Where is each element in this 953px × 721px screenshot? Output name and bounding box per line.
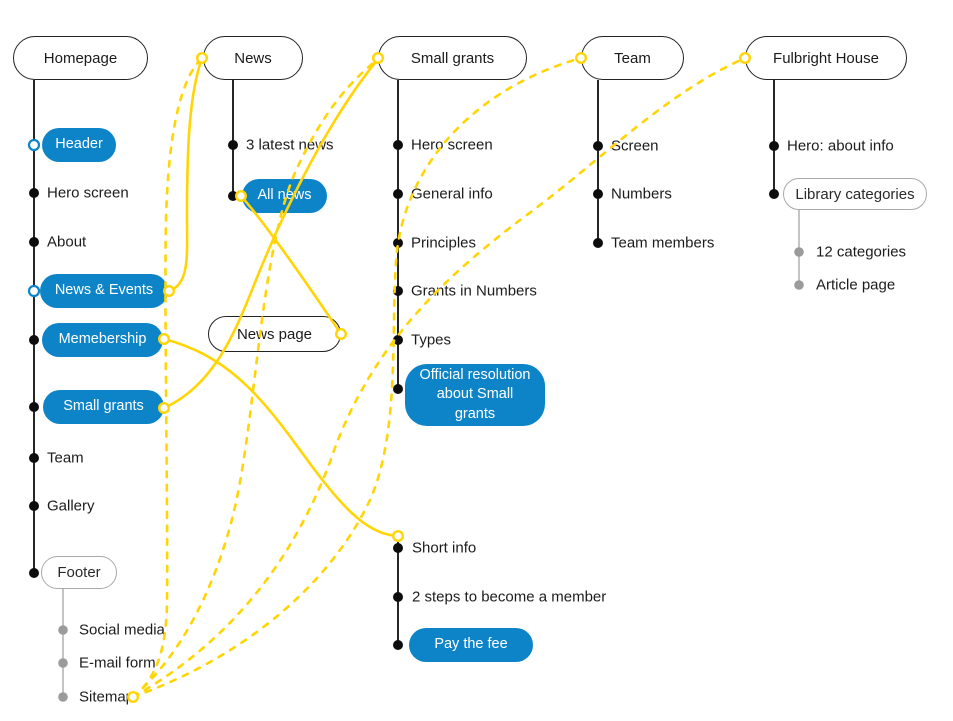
connector-sitemap-to-news [131, 56, 204, 699]
page-pill-homepage[interactable]: Homepage [13, 36, 148, 80]
open-dots [27, 138, 41, 298]
dot-2-steps [393, 592, 403, 602]
dot-team-home [29, 453, 39, 463]
dot-small-grants-home [29, 402, 39, 412]
membership-item-short-info[interactable]: Short info [412, 539, 477, 557]
footer-item-sitemap[interactable]: Sitemap [79, 688, 135, 706]
homepage-item-about[interactable]: About [47, 233, 87, 251]
open-dot-header [27, 138, 41, 152]
sg-item-grants-in-numbers[interactable]: Grants in Numbers [411, 282, 537, 300]
connector-news-events-to-news [168, 57, 204, 293]
block-pill-header[interactable]: Header [42, 128, 116, 162]
dot-official-resolution [393, 384, 403, 394]
dot-general-info [393, 189, 403, 199]
solid-connectors [163, 57, 399, 538]
dot-short-info [393, 543, 403, 553]
dot-pay-the-fee [393, 640, 403, 650]
homepage-item-hero-screen[interactable]: Hero screen [47, 184, 129, 202]
dot-sg-hero-screen [393, 140, 403, 150]
dot-social-media [58, 625, 68, 635]
team-item-team-members[interactable]: Team members [611, 234, 715, 252]
sg-item-hero-screen[interactable]: Hero screen [411, 136, 493, 154]
footer-item-email-form[interactable]: E-mail form [79, 654, 156, 672]
dot-email-form [58, 658, 68, 668]
block-pill-official-resolution[interactable]: Official resolution about Small grants [405, 364, 545, 426]
dot-membership [29, 335, 39, 345]
dot-footer [29, 568, 39, 578]
dot-gallery [29, 501, 39, 511]
sg-item-principles[interactable]: Principles [411, 234, 477, 252]
dot-principles [393, 238, 403, 248]
page-pill-small-grants[interactable]: Small grants [378, 36, 527, 80]
page-pill-fulbright-house[interactable]: Fulbright House [745, 36, 907, 80]
dot-all-news [228, 191, 238, 201]
team-item-screen[interactable]: Screen [611, 137, 659, 155]
dot-hero-screen [29, 188, 39, 198]
homepage-item-gallery[interactable]: Gallery [47, 497, 95, 515]
connector-all-news-to-news-page [240, 195, 343, 335]
dot-library-categories [769, 189, 779, 199]
dot-3-latest-news [228, 140, 238, 150]
dot-types [393, 335, 403, 345]
tree-trunk-lines [33, 80, 775, 645]
page-pill-team[interactable]: Team [581, 36, 684, 80]
dot-grants-in-numbers [393, 286, 403, 296]
homepage-item-team[interactable]: Team [47, 449, 84, 467]
sg-item-general-info[interactable]: General info [411, 185, 493, 203]
dot-screen [593, 141, 603, 151]
block-pill-all-news[interactable]: All news [242, 179, 327, 213]
connector-sitemap-to-small-grants [131, 57, 380, 699]
dot-hero-about-info [769, 141, 779, 151]
block-pill-small-grants-home[interactable]: Small grants [43, 390, 164, 424]
membership-item-2-steps[interactable]: 2 steps to become a member [412, 588, 607, 606]
sg-item-types[interactable]: Types [411, 331, 452, 349]
section-pill-library-categories[interactable]: Library categories [783, 178, 927, 210]
section-pill-footer[interactable]: Footer [41, 556, 117, 589]
dot-team-members [593, 238, 603, 248]
connector-small-grants-home-to-small-grants [163, 58, 380, 410]
open-dot-news-events [27, 284, 41, 298]
dot-article-page [794, 280, 804, 290]
fulbright-item-hero-about-info[interactable]: Hero: about info [787, 137, 894, 155]
dot-sitemap [58, 692, 68, 702]
library-item-12-categories[interactable]: 12 categories [816, 243, 907, 261]
dot-12-categories [794, 247, 804, 257]
block-pill-membership[interactable]: Memebership [42, 323, 163, 357]
news-item-3-latest-news[interactable]: 3 latest news [246, 136, 334, 154]
page-pill-news[interactable]: News [203, 36, 303, 80]
connector-membership-to-short-info [163, 337, 399, 538]
footer-item-social-media[interactable]: Social media [79, 621, 165, 639]
dot-about [29, 237, 39, 247]
block-pill-news-events[interactable]: News & Events [40, 274, 168, 308]
block-pill-pay-the-fee[interactable]: Pay the fee [409, 628, 533, 662]
page-pill-news-page[interactable]: News page [208, 316, 341, 352]
endpoint-short-info[interactable] [392, 530, 405, 543]
library-item-article-page[interactable]: Article page [816, 276, 896, 294]
team-item-numbers[interactable]: Numbers [611, 185, 672, 203]
dot-numbers [593, 189, 603, 199]
